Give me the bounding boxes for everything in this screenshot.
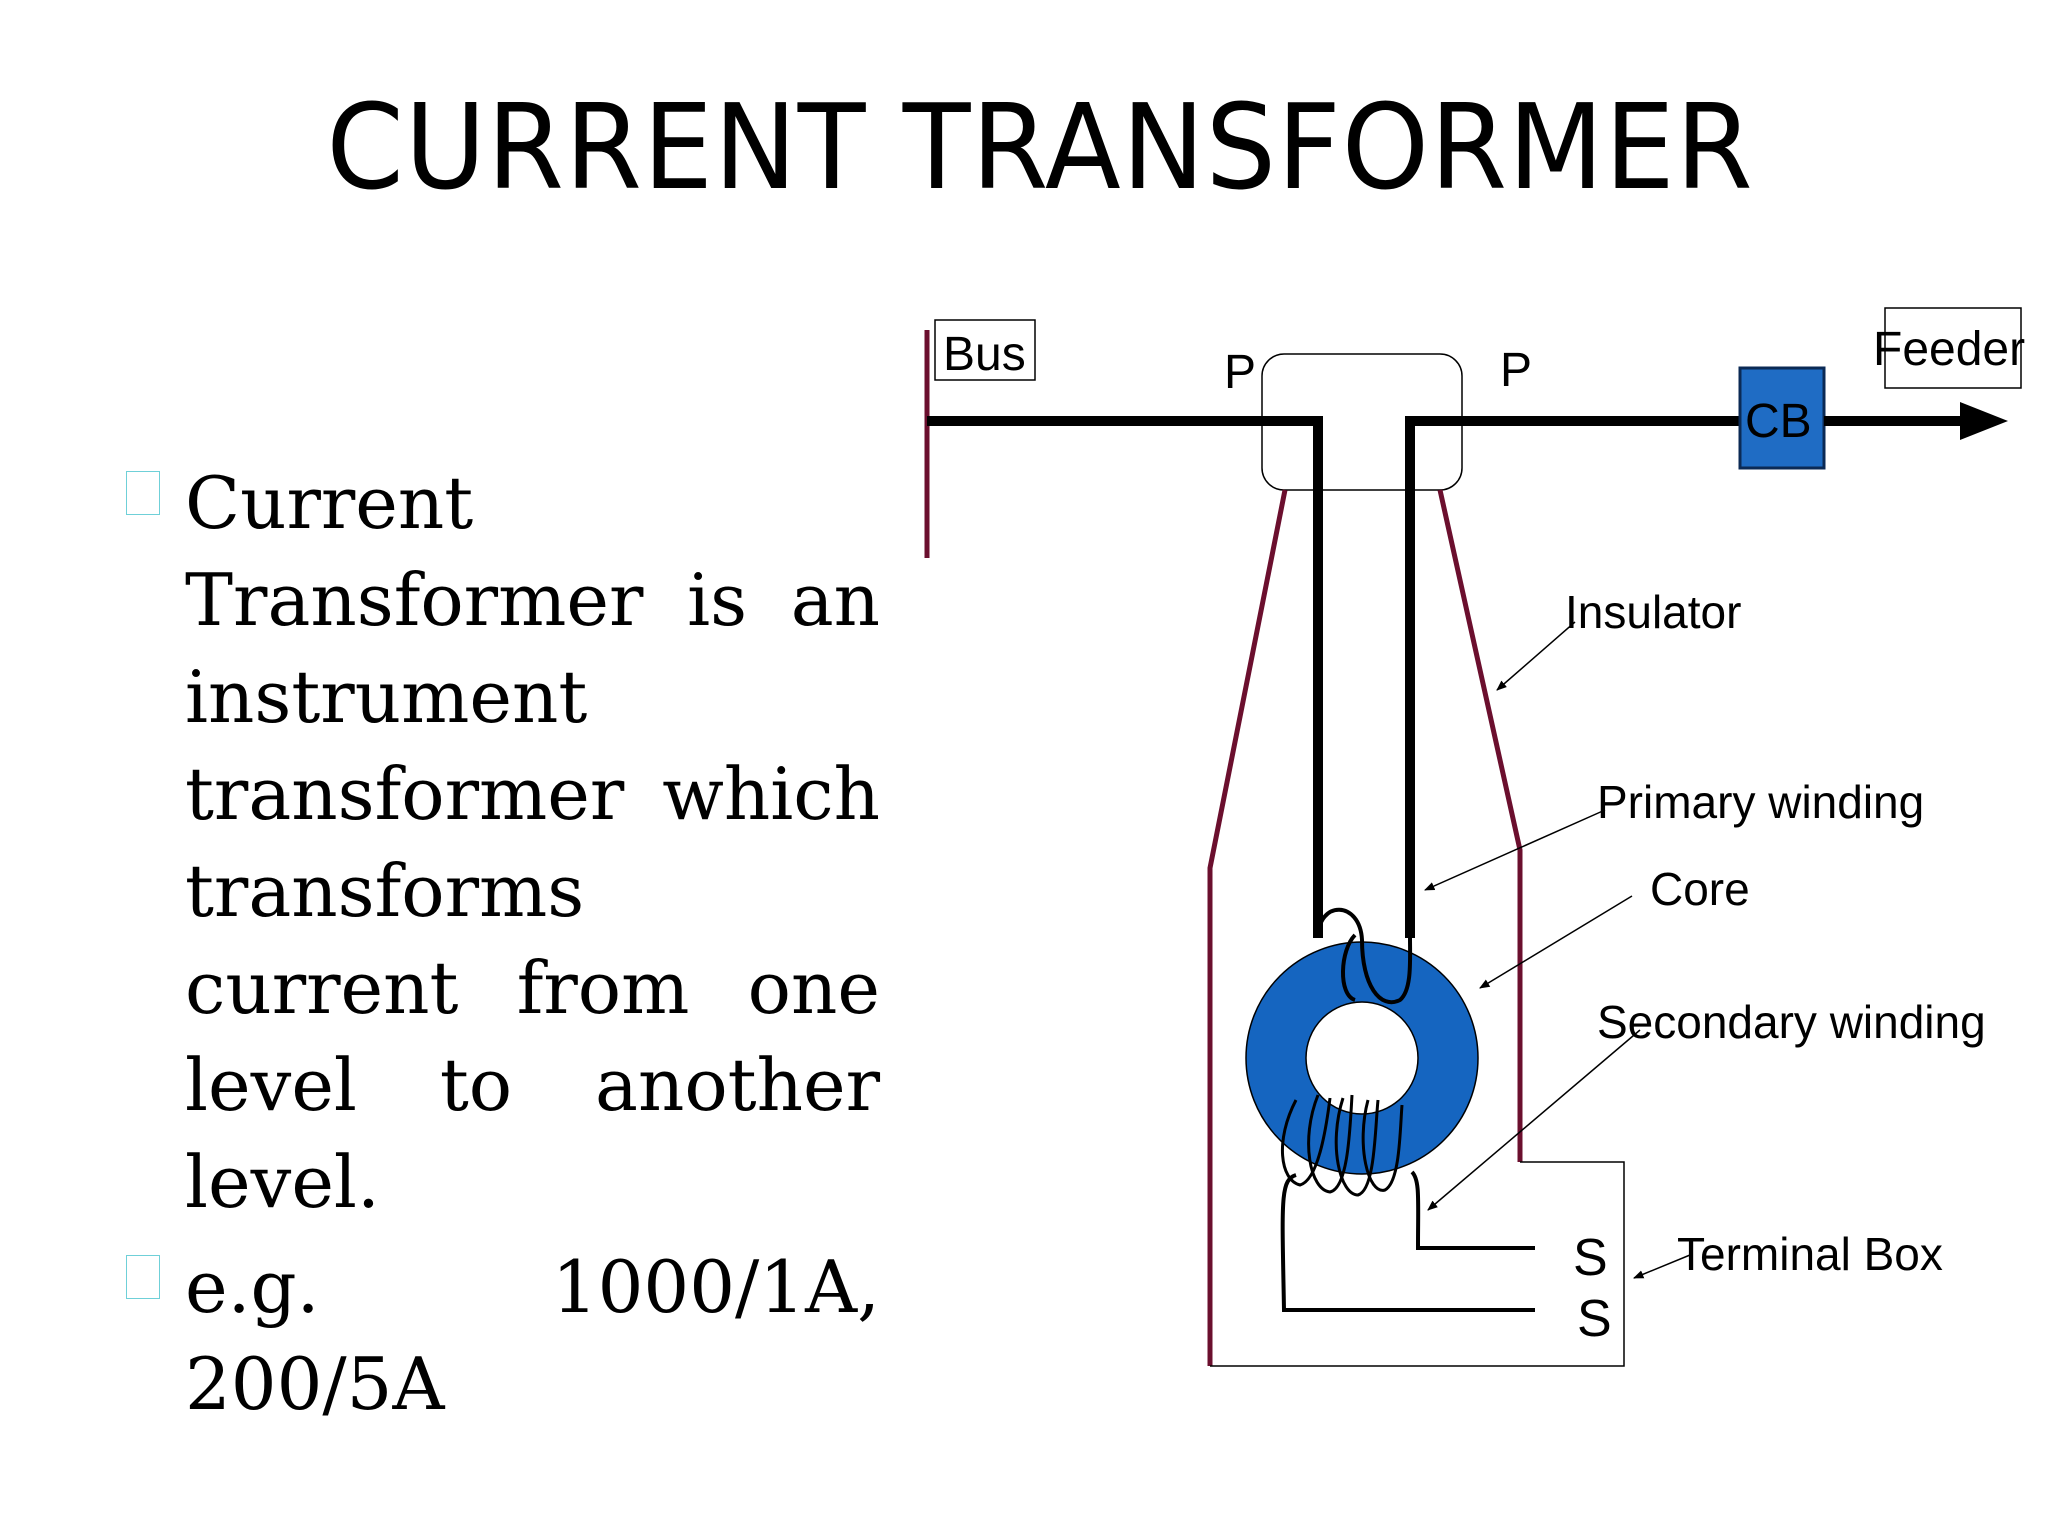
core-label: Core	[1650, 863, 1750, 915]
primary-winding-label: Primary winding	[1597, 776, 1924, 828]
bullet-list: Current Transformer is an instrument tra…	[120, 455, 880, 1433]
insulator-pointer	[1496, 621, 1576, 691]
feeder-label-box	[1884, 307, 2022, 389]
bus-label: Bus	[943, 328, 1026, 381]
secondary-lead-2	[1280, 1173, 1535, 1312]
primary-conductor-right	[1405, 416, 1744, 938]
slide-title: CURRENT TRANSFORMER	[326, 78, 1754, 216]
bullet-item-example: e.g. 1000/1A, 200/5A	[120, 1239, 880, 1433]
bullet-marker-icon	[126, 1255, 160, 1299]
terminal-box-pointer	[1633, 1254, 1691, 1279]
primary-winding-loop	[1316, 907, 1413, 1004]
core-inner-edge	[1305, 1001, 1419, 1115]
secondary-winding-pointer	[1427, 1029, 1641, 1211]
secondary-winding	[1280, 1094, 1404, 1197]
insulator-right	[1437, 489, 1523, 1162]
insulator-label: Insulator	[1565, 586, 1741, 638]
primary-terminal-p2-label: P	[1500, 344, 1532, 397]
bullet-text-example: e.g. 1000/1A, 200/5A	[185, 1245, 880, 1426]
primary-terminal-cap	[1261, 353, 1463, 491]
primary-winding-loop-inner	[1341, 933, 1357, 1002]
terminal-s1-label: S	[1573, 1229, 1608, 1287]
bus-label-box	[934, 319, 1036, 381]
bullet-marker-icon	[126, 471, 160, 515]
core	[1246, 942, 1478, 1174]
primary-terminal-p1-label: P	[1224, 346, 1256, 399]
feeder-arrow-icon	[1960, 402, 2008, 440]
core-pointer	[1479, 895, 1633, 989]
terminal-box	[1210, 1161, 1625, 1367]
secondary-lead-1	[1410, 1170, 1535, 1250]
insulator-left	[1207, 489, 1288, 1366]
terminal-s2-label: S	[1577, 1290, 1612, 1348]
bullet-text-definition: Current Transformer is an instrument tra…	[185, 461, 880, 1224]
feeder-label: Feeder	[1873, 323, 2025, 376]
bullet-item-definition: Current Transformer is an instrument tra…	[120, 455, 880, 1231]
circuit-breaker-label: CB	[1745, 395, 1812, 448]
secondary-winding-label: Secondary winding	[1597, 996, 1986, 1048]
terminal-box-label: Terminal Box	[1677, 1228, 1943, 1280]
primary-conductor-left	[927, 416, 1323, 938]
primary-winding-pointer	[1424, 809, 1606, 891]
